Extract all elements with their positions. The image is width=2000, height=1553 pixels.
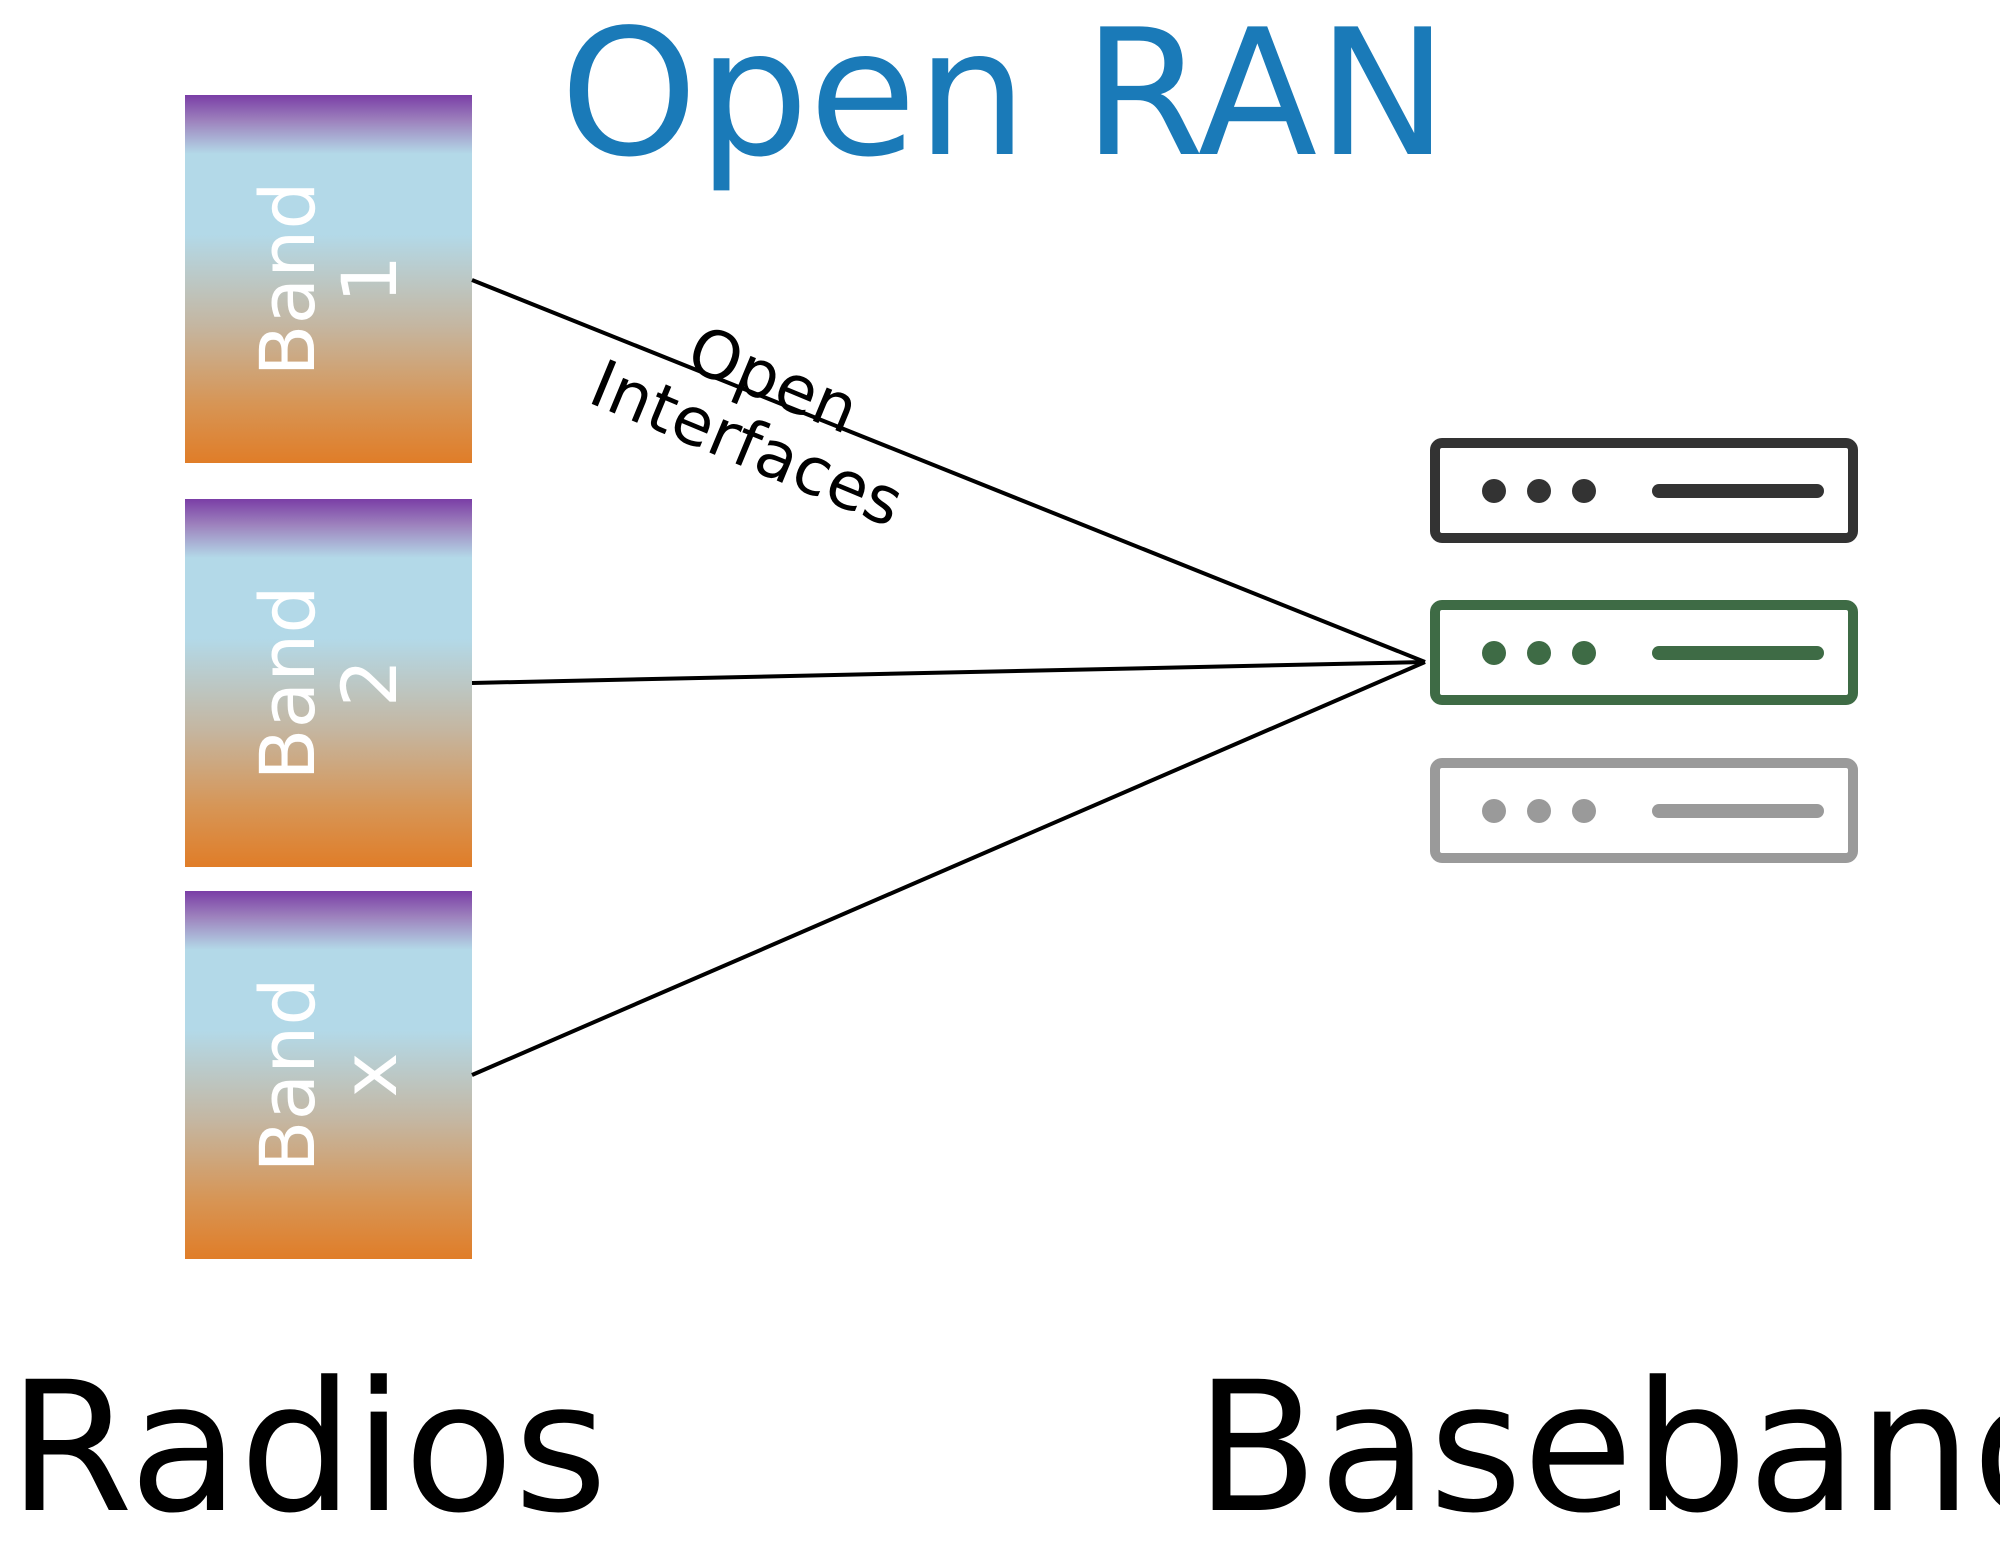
server-2-led-icon [1482,640,1506,665]
server-1-led-icon [1572,478,1596,503]
radio-band-1: Band 1 [185,95,472,463]
server-1-slot-icon [1652,483,1824,498]
radio-band-2: Band 2 [185,499,472,867]
server-2-led-icon [1572,640,1596,665]
radio-band-x: Band x [185,891,472,1259]
link-band-1 [471,278,1426,664]
radios-label: Radios [8,1344,608,1553]
server-1-led-icon [1527,478,1551,503]
link-band-x [471,660,1426,1077]
server-3-led-icon [1527,798,1551,823]
server-1-led-icon [1482,478,1506,503]
server-3-led-icon [1572,798,1596,823]
link-band-2 [471,660,1426,685]
server-3-led-icon [1482,798,1506,823]
server-2-slot-icon [1652,645,1824,660]
baseband-label: Baseband [1195,1344,2000,1553]
baseband-server-1 [1430,438,1858,543]
baseband-server-3 [1430,758,1858,863]
baseband-server-2 [1430,600,1858,705]
diagram-title: Open RAN [560,0,1449,196]
server-2-led-icon [1527,640,1551,665]
server-3-slot-icon [1652,803,1824,818]
